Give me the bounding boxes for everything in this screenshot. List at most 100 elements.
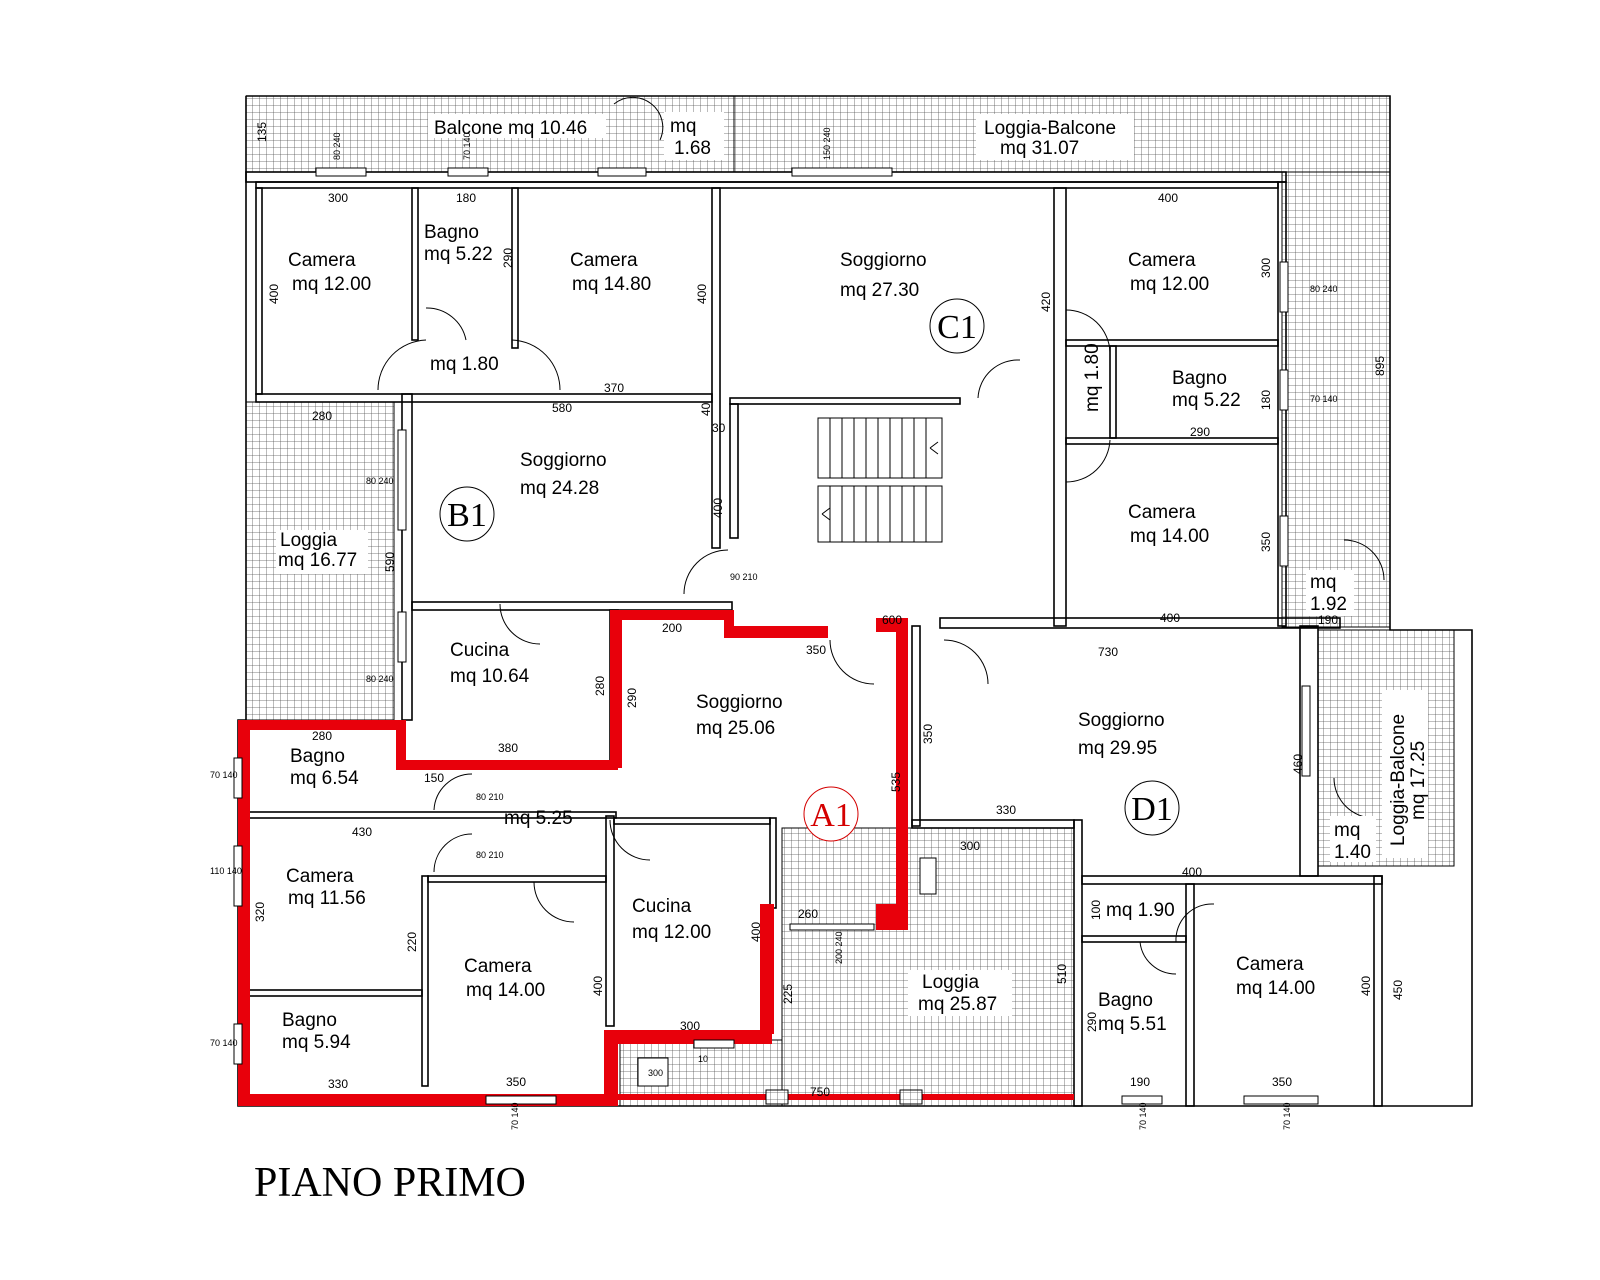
svg-text:280: 280 — [593, 676, 607, 696]
sink-fixture — [637, 1057, 669, 1087]
unit-b1-circle — [439, 486, 495, 542]
svg-text:580: 580 — [552, 401, 572, 415]
d-camera-area: mq 14.00 — [1236, 978, 1315, 999]
a-bagno-1-name: Bagno — [290, 746, 345, 767]
d-camera-name: Camera — [1236, 954, 1304, 975]
a-camera-2-area: mq 14.00 — [466, 980, 545, 1001]
svg-text:320: 320 — [253, 902, 267, 922]
unit-a1-label: A1 — [810, 797, 852, 834]
svg-text:730: 730 — [1098, 645, 1118, 659]
drawing-title: PIANO PRIMO — [254, 1160, 526, 1206]
opening-labels: 80 240 70 140 150 240 80 240 70 140 80 2… — [210, 127, 1338, 1130]
svg-text:290: 290 — [625, 688, 639, 708]
b-cucina-name: Cucina — [450, 640, 510, 661]
svg-text:350: 350 — [806, 643, 826, 657]
c-mq-192-b: 1.92 — [1310, 594, 1347, 615]
d-mq-140-a: mq — [1334, 820, 1360, 841]
d-loggia-balcone-area: mq 17.25 — [1408, 741, 1429, 820]
a-bagno-1-area: mq 6.54 — [290, 768, 359, 789]
svg-text:80 240: 80 240 — [1310, 284, 1338, 294]
svg-text:80 240: 80 240 — [366, 476, 394, 486]
svg-text:400: 400 — [591, 976, 605, 996]
b-disimpegno-area: mq 1.80 — [430, 354, 499, 375]
svg-text:70 140: 70 140 — [462, 132, 472, 160]
a-loggia-name: Loggia — [922, 972, 979, 993]
svg-text:150 240: 150 240 — [822, 127, 832, 160]
svg-text:400: 400 — [1158, 191, 1178, 205]
svg-text:350: 350 — [506, 1075, 526, 1089]
room-labels: Balcone mq 10.46 mq 1.68 Loggia-Balcone … — [276, 112, 1429, 1053]
d-disimpegno-area: mq 1.90 — [1106, 900, 1175, 921]
b-camera-1-name: Camera — [288, 250, 356, 271]
b-soggiorno-area: mq 24.28 — [520, 478, 599, 499]
c-camera-1-area: mq 12.00 — [1130, 274, 1209, 295]
svg-text:290: 290 — [1085, 1012, 1099, 1032]
svg-text:535: 535 — [889, 772, 903, 792]
c-soggiorno-name: Soggiorno — [840, 250, 927, 271]
room-interiors — [262, 188, 1278, 754]
b-camera-1-area: mq 12.00 — [292, 274, 371, 295]
svg-text:750: 750 — [810, 1085, 830, 1099]
d-bagno-name: Bagno — [1098, 990, 1153, 1011]
svg-text:70 140: 70 140 — [1282, 1102, 1292, 1130]
svg-text:220: 220 — [405, 932, 419, 952]
svg-text:460: 460 — [1291, 754, 1305, 774]
a-disimpegno-area: mq 5.25 — [504, 808, 573, 829]
svg-text:80 210: 80 210 — [476, 850, 504, 860]
d-loggia-balcone-name: Loggia-Balcone — [1388, 714, 1409, 846]
svg-text:135: 135 — [255, 122, 269, 142]
dimension-labels: 135 300 180 400 290 400 370 580 280 590 … — [253, 122, 1405, 1099]
unit-d1-label: D1 — [1131, 791, 1173, 828]
b-camera-2-area: mq 14.80 — [572, 274, 651, 295]
svg-text:450: 450 — [1391, 980, 1405, 1000]
svg-text:370: 370 — [604, 381, 624, 395]
svg-text:70 140: 70 140 — [210, 770, 238, 780]
svg-text:70 140: 70 140 — [510, 1102, 520, 1130]
b-bagno-name: Bagno — [424, 222, 479, 243]
svg-text:280: 280 — [312, 729, 332, 743]
svg-text:300: 300 — [1259, 258, 1273, 278]
c-camera-2-area: mq 14.00 — [1130, 526, 1209, 547]
a-loggia-area: mq 25.87 — [918, 994, 997, 1015]
svg-text:70 140: 70 140 — [1138, 1102, 1148, 1130]
svg-text:200 240: 200 240 — [834, 931, 844, 964]
svg-text:350: 350 — [1259, 532, 1273, 552]
svg-text:110 140: 110 140 — [210, 866, 242, 876]
svg-text:180: 180 — [1259, 390, 1273, 410]
unit-b1-label: B1 — [447, 497, 487, 534]
svg-text:225: 225 — [781, 984, 795, 1004]
svg-text:70 140: 70 140 — [210, 1038, 238, 1048]
b-bagno-area: mq 5.22 — [424, 244, 493, 265]
svg-text:300: 300 — [328, 191, 348, 205]
svg-text:80 210: 80 210 — [476, 792, 504, 802]
a-cucina-name: Cucina — [632, 896, 692, 917]
svg-text:400: 400 — [749, 922, 763, 942]
a-bagno-2-area: mq 5.94 — [282, 1032, 351, 1053]
d-soggiorno-name: Soggiorno — [1078, 710, 1165, 731]
b-loggia-area: mq 16.77 — [278, 550, 357, 571]
svg-text:400: 400 — [1160, 611, 1180, 625]
svg-text:350: 350 — [1272, 1075, 1292, 1089]
d-bagno-area: mq 5.51 — [1098, 1014, 1167, 1035]
staircase — [817, 417, 943, 543]
mq-168-label-a: mq — [670, 116, 696, 137]
svg-text:380: 380 — [498, 741, 518, 755]
svg-text:600: 600 — [882, 613, 902, 627]
svg-text:190: 190 — [1318, 613, 1338, 627]
windows — [233, 167, 1319, 1105]
svg-text:895: 895 — [1373, 356, 1387, 376]
svg-text:290: 290 — [501, 248, 515, 268]
d-soggiorno-area: mq 29.95 — [1078, 738, 1157, 759]
svg-text:80 240: 80 240 — [332, 132, 342, 160]
svg-text:200: 200 — [662, 621, 682, 635]
a-soggiorno-name: Soggiorno — [696, 692, 783, 713]
svg-text:300: 300 — [648, 1068, 663, 1078]
c-disimpegno-area: mq 1.80 — [1082, 343, 1103, 412]
a-bagno-2-name: Bagno — [282, 1010, 337, 1031]
unit-d1-circle — [1124, 780, 1180, 836]
svg-text:400: 400 — [711, 498, 725, 518]
svg-text:300: 300 — [680, 1019, 700, 1033]
balcone-top-label: Balcone mq 10.46 — [434, 118, 587, 139]
column-marker-3 — [919, 857, 937, 895]
svg-text:30: 30 — [712, 421, 726, 435]
